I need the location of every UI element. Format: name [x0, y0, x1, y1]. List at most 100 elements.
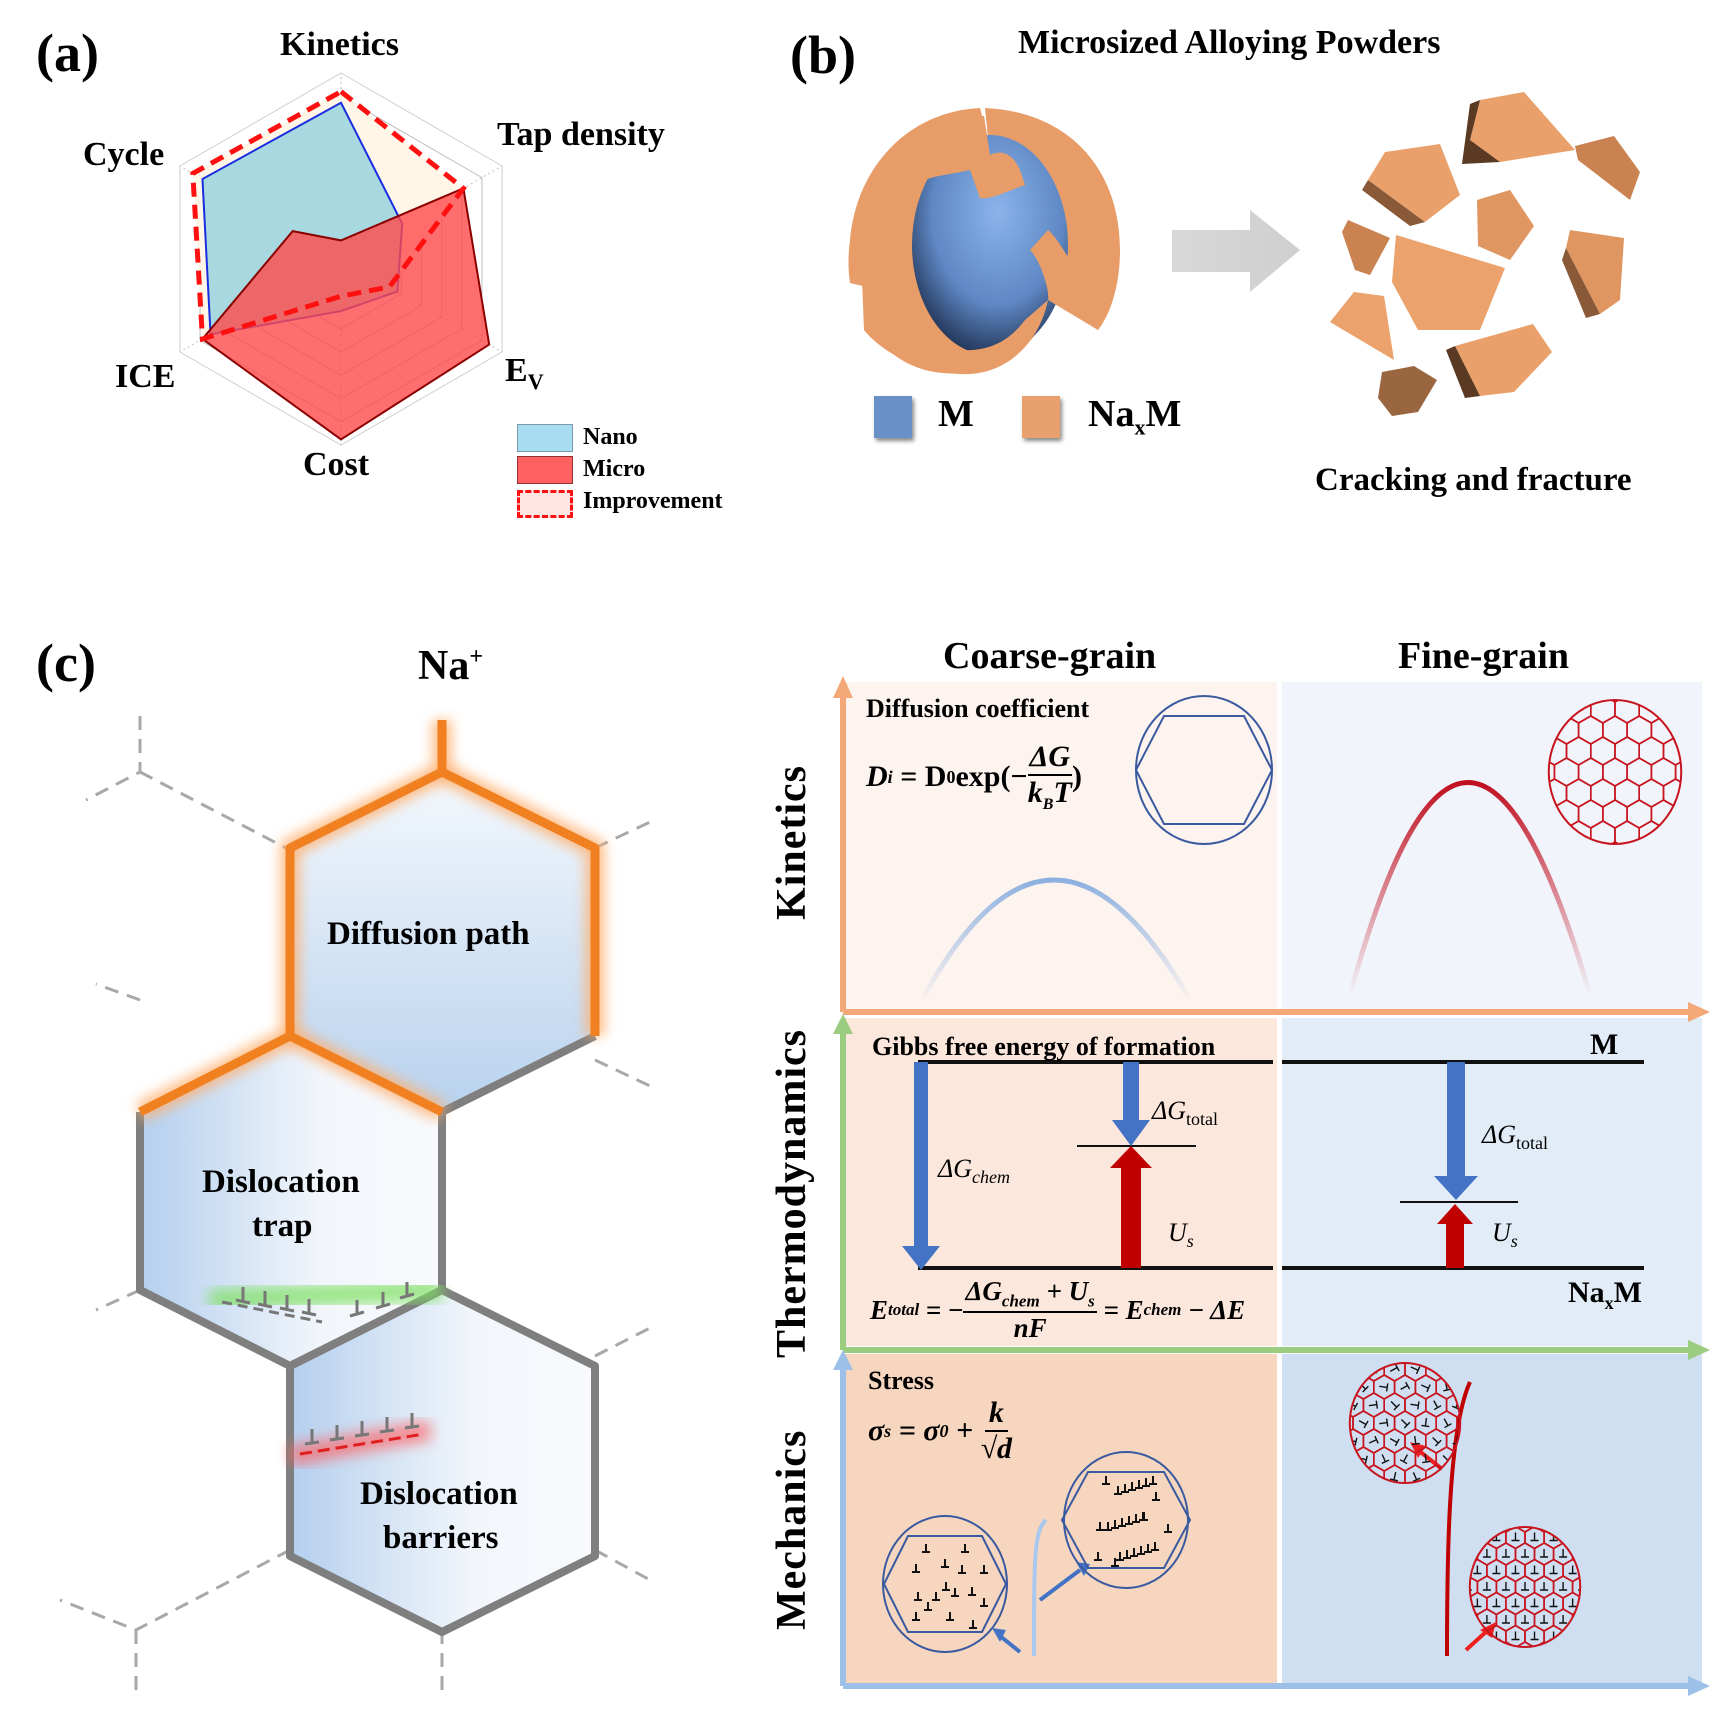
dislocation-symbol	[1454, 1566, 1462, 1574]
delta-g-total-arrow-coarse	[1112, 1062, 1150, 1146]
dislocation-symbol	[1102, 1476, 1110, 1485]
radar-axis-ev-main: E	[505, 352, 528, 389]
dislocation-symbol	[1135, 1480, 1143, 1489]
legend-naxm-m: M	[1145, 393, 1182, 435]
dislocation-symbol	[1501, 1582, 1510, 1591]
grain-cell	[1393, 1482, 1417, 1483]
dislocation-symbol	[1411, 1435, 1420, 1446]
grain-diffusion	[290, 772, 595, 1112]
hp-sigma0-sub: 0	[939, 1420, 949, 1441]
grain-cell	[1469, 1527, 1488, 1550]
label-dg-total-coarse: ΔGtotal	[1152, 1096, 1218, 1130]
dislocation-symbol	[932, 1592, 940, 1601]
dislocation-symbol	[961, 1544, 969, 1553]
grain-cell	[1514, 1641, 1536, 1647]
fine-energy-barrier-curve	[1347, 780, 1593, 996]
dislocation-symbol	[922, 1544, 930, 1553]
neighbor-grain-boundaries	[59, 716, 651, 1690]
dislocation-symbol	[1530, 1631, 1539, 1641]
dislocation-symbol	[1389, 1471, 1398, 1482]
label-dg-chem: ΔGchem	[938, 1154, 1010, 1188]
dislocation-symbol	[951, 1588, 959, 1597]
grain-cell	[1449, 1560, 1468, 1582]
dislocation-symbol	[1164, 1524, 1172, 1533]
dislocation-symbol	[1492, 1565, 1501, 1575]
dislocation-symbol	[1588, 1566, 1596, 1574]
us-arrow-coarse	[1110, 1146, 1152, 1268]
dislocation-symbol	[968, 1587, 976, 1596]
dislocation-symbol	[1336, 1454, 1347, 1465]
grain-cell	[1602, 700, 1628, 703]
grain-cell	[1456, 1410, 1461, 1436]
legend-naxm-sub: x	[1134, 414, 1146, 440]
dislocation-symbol	[1568, 1565, 1577, 1575]
sodium-ion-label: Na+	[418, 642, 483, 690]
naxm-na: Na	[1568, 1276, 1605, 1309]
radar-series-improvement-outline	[190, 88, 467, 343]
eq-d-sub: i	[887, 766, 893, 787]
grain-outline	[1468, 1526, 1582, 1648]
radar-axis-label-ev: EV	[505, 352, 544, 395]
dislocation-symbol	[1432, 1436, 1442, 1447]
dislocation-symbol	[1144, 1544, 1152, 1553]
dislocation-symbol	[1410, 1401, 1420, 1410]
hp-sigma-sub: s	[884, 1420, 892, 1441]
hp-sigma: σ	[868, 1414, 885, 1447]
dislocation-symbol	[1400, 1381, 1411, 1391]
veq-rhs-sub: chem	[1143, 1300, 1182, 1320]
grain-cell	[1562, 1624, 1581, 1647]
coarse-dislocation-grain-after	[1060, 1451, 1192, 1589]
radar-axis-ev-sub: V	[527, 368, 544, 394]
label-us-coarse: Us	[1168, 1218, 1194, 1252]
dislocation-symbol	[1501, 1615, 1510, 1624]
dislocation-symbol	[1540, 1549, 1549, 1558]
transform-arrow	[1172, 210, 1300, 292]
hp-fraction: k √d	[981, 1396, 1012, 1466]
dislocation-symbol	[1130, 1548, 1138, 1557]
kinetics-coarse-bg	[843, 682, 1277, 1010]
dislocation-symbol	[1511, 1631, 1520, 1641]
dislocation-symbol	[1540, 1648, 1548, 1656]
label-dislocation-barriers-line1: Dislocation	[360, 1476, 518, 1512]
delta-g-total-arrow-fine	[1434, 1062, 1478, 1200]
dislocation-symbol	[969, 1620, 977, 1629]
veq-dg: ΔG	[965, 1276, 1002, 1306]
dislocation-symbol	[1521, 1648, 1529, 1656]
dg-total-fine-main: ΔG	[1482, 1120, 1517, 1149]
dislocation-symbol	[1521, 1549, 1529, 1558]
veq-e: E	[870, 1294, 889, 1325]
grain-outline	[1547, 699, 1683, 845]
dislocation-symbol	[1151, 1542, 1159, 1551]
dislocation-symbol	[1540, 1582, 1549, 1591]
panel-b-caption: Cracking and fracture	[1315, 462, 1632, 498]
dislocation-symbol	[1473, 1598, 1482, 1608]
label-dg-total-fine: ΔGtotal	[1482, 1120, 1548, 1154]
grain-cell	[1456, 1446, 1461, 1472]
eq-k-sub: B	[1042, 796, 1054, 813]
dg-total-fine-sub: total	[1516, 1133, 1549, 1154]
dislocation-symbol	[1137, 1546, 1145, 1555]
level-label-m: M	[1590, 1028, 1619, 1061]
thermo-title: Gibbs free energy of formation	[872, 1032, 1216, 1061]
radar-axis-label-ice: ICE	[115, 358, 176, 395]
dislocation-symbol	[1482, 1549, 1491, 1558]
grain-cell	[1548, 799, 1556, 829]
eq-exp: exp(−	[955, 760, 1028, 793]
dislocation-symbol	[1482, 1615, 1491, 1624]
panel-b-title: Microsized Alloying Powders	[1018, 24, 1441, 61]
dislocation-symbol	[946, 1612, 954, 1621]
dislocation-symbol	[1473, 1532, 1482, 1542]
grain-cell	[1674, 715, 1682, 745]
fractured-fragments	[1330, 92, 1640, 416]
eq-t: T	[1053, 776, 1072, 809]
dislocation-symbol	[1399, 1454, 1409, 1465]
grain-cell	[1674, 799, 1682, 829]
dislocation-symbol	[1511, 1565, 1520, 1575]
dislocation-symbol	[1482, 1582, 1491, 1591]
particle-shell	[848, 108, 1120, 375]
eq-numerator: ΔG	[1027, 740, 1073, 776]
